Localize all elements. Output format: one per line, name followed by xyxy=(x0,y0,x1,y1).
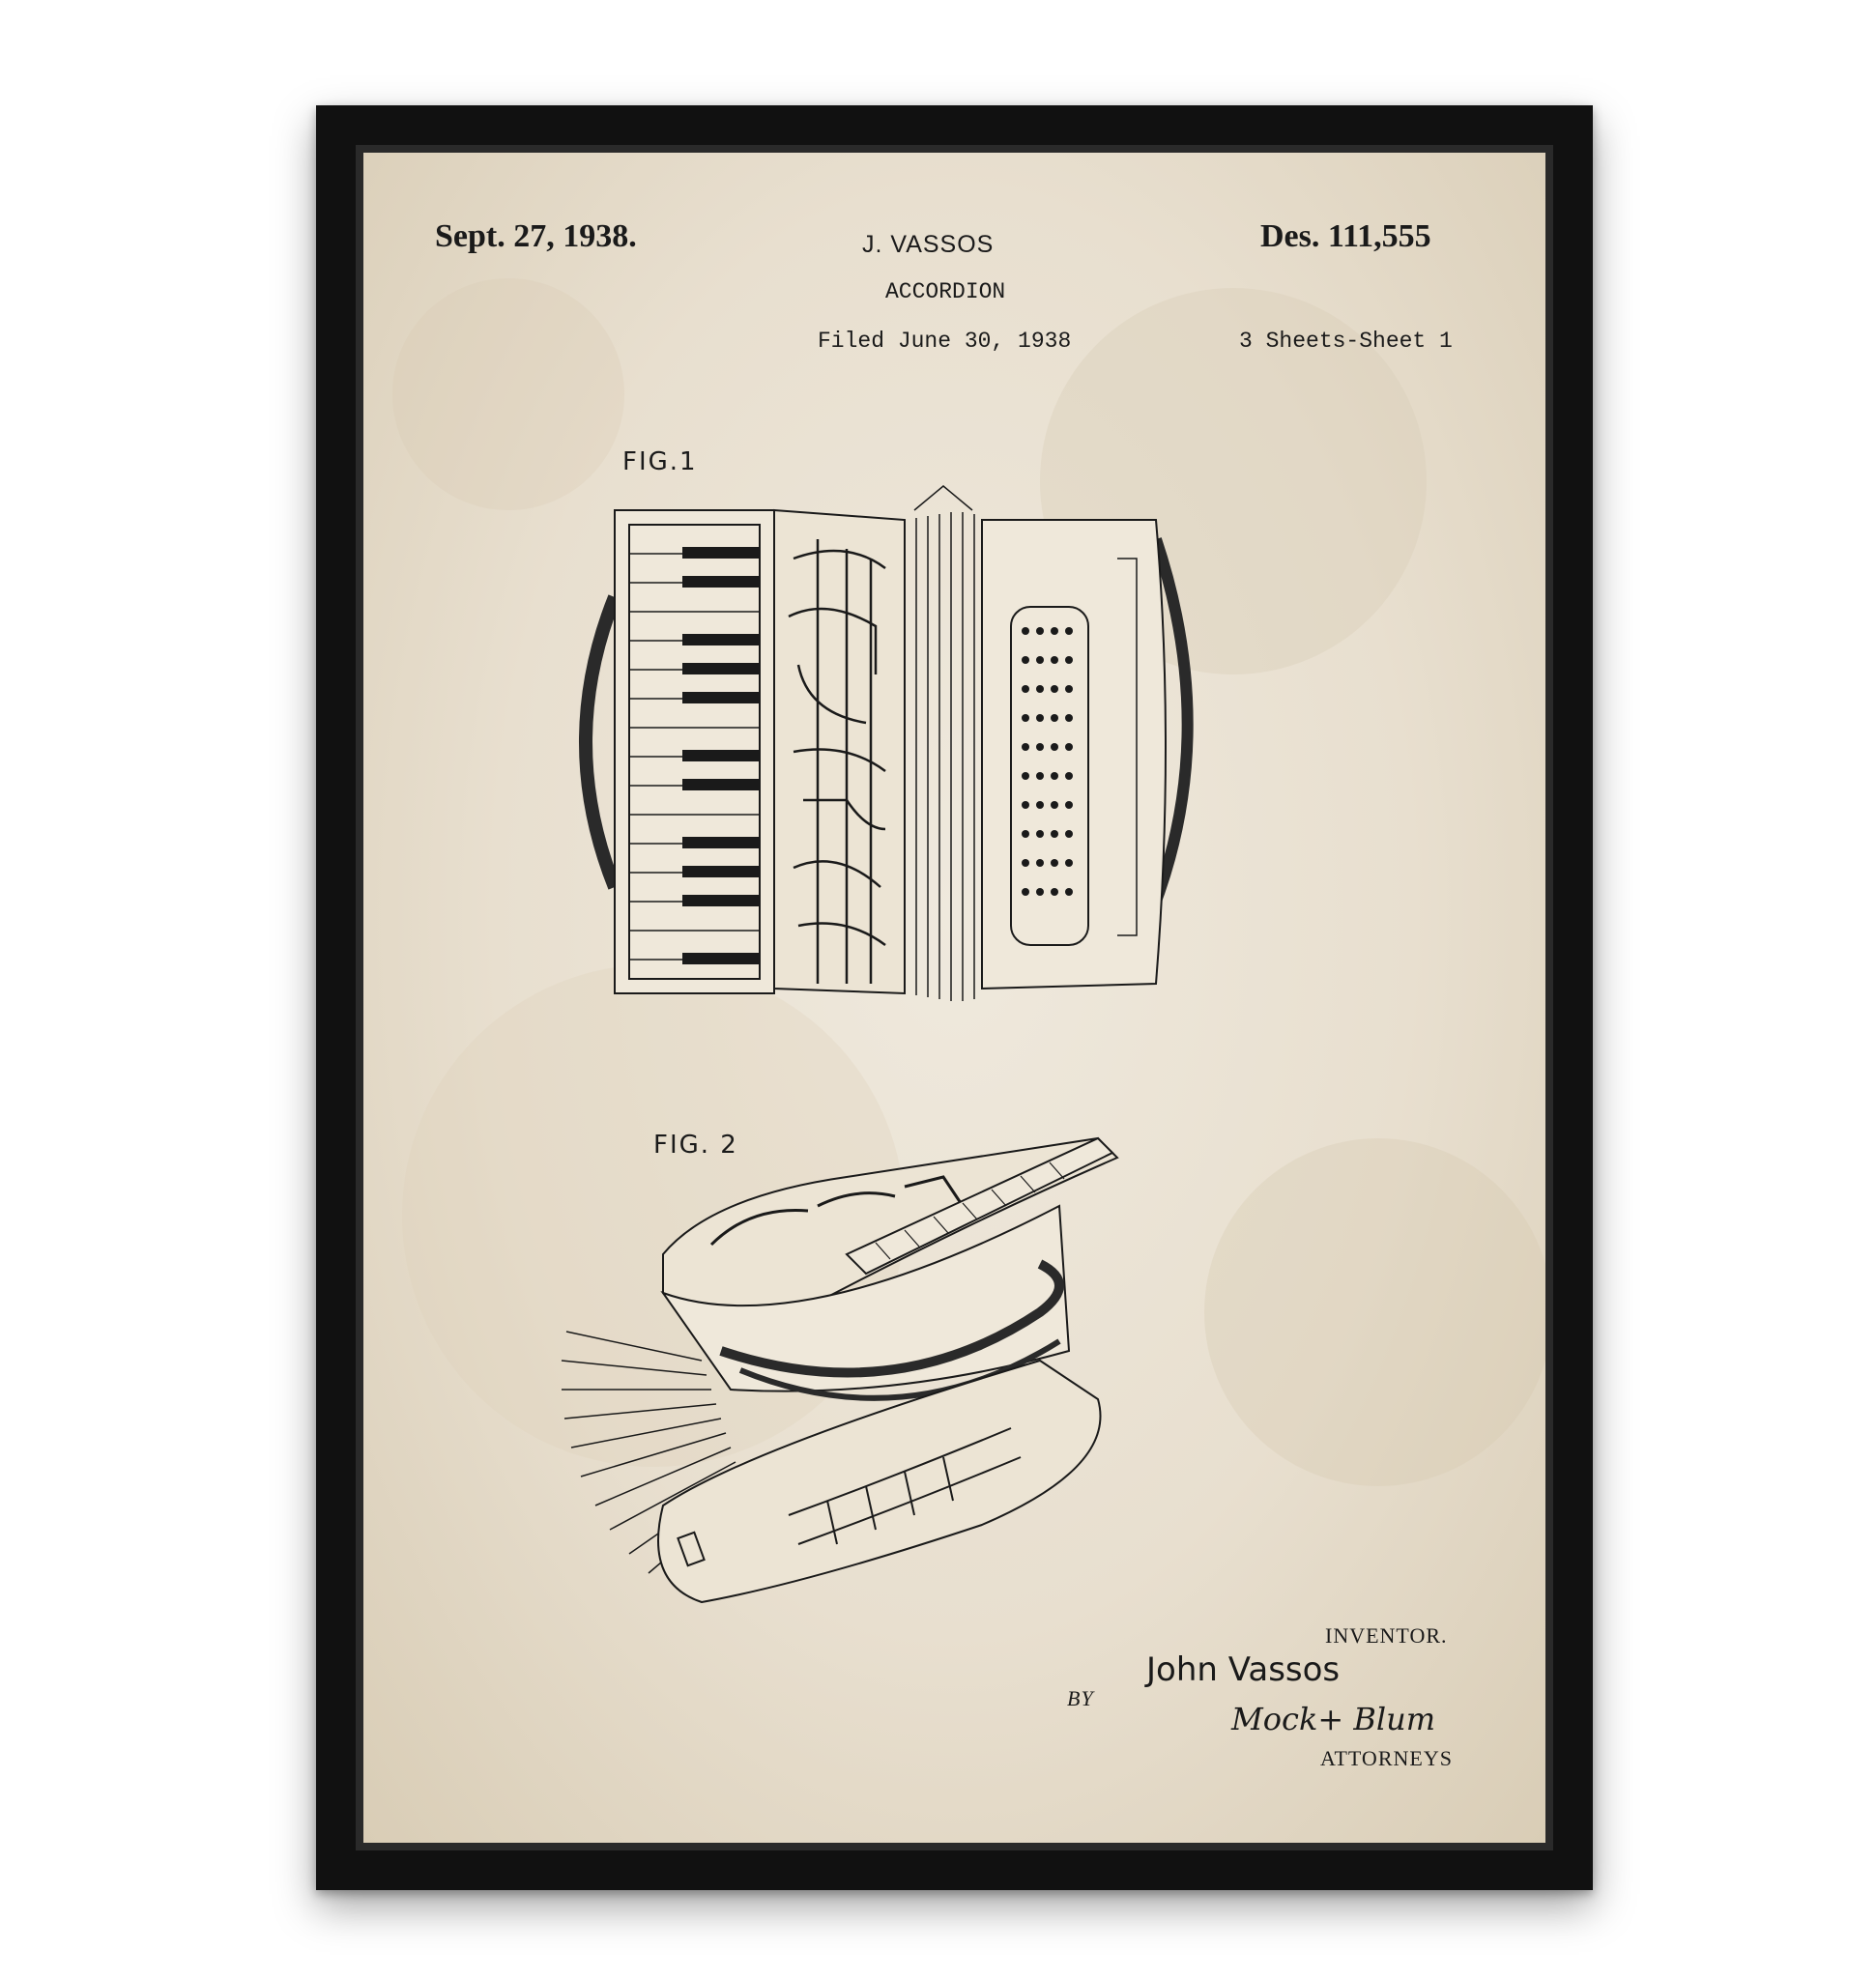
filed-date: Filed June 30, 1938 xyxy=(818,329,1071,354)
patent-paper: Sept. 27, 1938. J. VASSOS ACCORDION File… xyxy=(363,153,1545,1843)
by-label: BY xyxy=(1067,1686,1094,1711)
inventor-short-name: J. VASSOS xyxy=(862,231,994,259)
attorneys-signature: Mock+ Blum xyxy=(1231,1701,1435,1737)
patent-number: Des. 111,555 xyxy=(1260,218,1431,255)
fig2-accordion-drawing xyxy=(557,1119,1233,1660)
fig1-accordion-drawing xyxy=(557,481,1214,1022)
sheet-count: 3 Sheets-Sheet 1 xyxy=(1239,329,1453,354)
patent-date: Sept. 27, 1938. xyxy=(435,218,637,255)
patent-title: ACCORDION xyxy=(885,279,1005,304)
inventor-signature: John Vassos xyxy=(1146,1650,1340,1689)
fig1-label-text: FIG.1 xyxy=(622,447,698,476)
fig1-label: FIG.1 xyxy=(622,447,698,476)
inventor-label: INVENTOR. xyxy=(1325,1623,1448,1649)
attorneys-label: ATTORNEYS xyxy=(1320,1746,1453,1771)
